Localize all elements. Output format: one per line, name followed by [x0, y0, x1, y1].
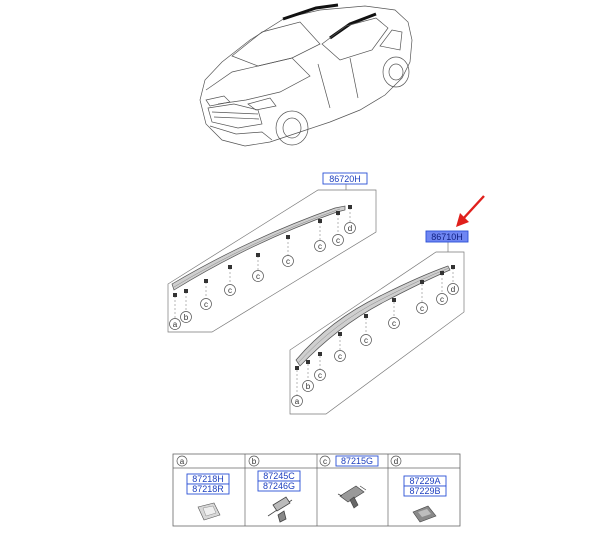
clip-letter: c — [364, 336, 368, 345]
part-code-87218H[interactable]: 87218H — [192, 474, 224, 484]
rail-left-frame — [167, 189, 377, 333]
column-letter-b: b — [252, 457, 257, 466]
clip-letter: c — [204, 300, 208, 309]
clip-d-icon — [412, 505, 437, 523]
clip-letter: c — [336, 236, 340, 245]
clip-letter: c — [392, 319, 396, 328]
clip-letter: c — [318, 242, 322, 251]
rail-right-frame — [289, 251, 465, 415]
part-code-87229A[interactable]: 87229A — [409, 476, 440, 486]
rail-right-letters: a b c c c c c c d — [291, 283, 459, 407]
part-code-87246G[interactable]: 87246G — [263, 481, 295, 491]
callout-86720H[interactable]: 86720H — [329, 174, 361, 184]
clip-letter: c — [318, 371, 322, 380]
red-pointer-arrow — [456, 195, 485, 227]
clip-letter: b — [184, 313, 189, 322]
parts-column-b: b 87245C 87246G — [248, 455, 301, 523]
rail-left-clips — [173, 205, 352, 318]
part-code-87218R[interactable]: 87218R — [192, 484, 224, 494]
callout-86710H[interactable]: 86710H — [431, 232, 463, 242]
clip-letter: c — [228, 286, 232, 295]
part-code-87245C[interactable]: 87245C — [263, 471, 295, 481]
part-code-box[interactable] — [257, 480, 301, 492]
clip-letter: c — [338, 352, 342, 361]
part-code-87215G[interactable]: 87215G — [341, 456, 373, 466]
clip-letter: a — [295, 397, 300, 406]
clip-a-icon — [197, 502, 221, 521]
clip-letter: b — [306, 382, 311, 391]
part-code-box[interactable] — [403, 485, 447, 497]
roof-rack-right-group: 86710H a b c c — [289, 230, 469, 415]
roof-rail-right[interactable] — [295, 265, 451, 367]
rail-right-clips — [295, 265, 455, 396]
clip-letter: a — [173, 320, 178, 329]
column-letter-d: d — [394, 457, 398, 466]
part-code-box[interactable] — [186, 483, 230, 495]
clip-letter: c — [440, 295, 444, 304]
clip-b-icon — [267, 496, 293, 523]
column-letter-a: a — [180, 457, 185, 466]
roof-rail-left[interactable] — [171, 205, 346, 291]
column-letter-c: c — [323, 457, 327, 466]
clip-letter: c — [286, 257, 290, 266]
clip-c-icon — [337, 485, 367, 509]
parts-column-c: c 87215G — [319, 455, 379, 509]
car-illustration — [199, 3, 413, 147]
clip-letter: c — [256, 272, 260, 281]
clip-letter: d — [451, 285, 455, 294]
callout-86710H-box[interactable] — [425, 230, 469, 243]
roof-rack-left-group: 86720H a b c — [167, 172, 377, 333]
rail-left-letters: a b c c c c c c d — [169, 222, 356, 330]
parts-table: a 87218H 87218R b 87245C 87246G — [172, 453, 461, 527]
parts-column-d: d 87229A 87229B — [390, 455, 447, 523]
clip-letter: c — [420, 304, 424, 313]
callout-86720H-box[interactable] — [322, 172, 368, 185]
clip-letter: d — [348, 224, 352, 233]
parts-column-a: a 87218H 87218R — [176, 455, 230, 521]
part-code-box[interactable] — [335, 455, 379, 467]
part-code-87229B[interactable]: 87229B — [409, 486, 440, 496]
